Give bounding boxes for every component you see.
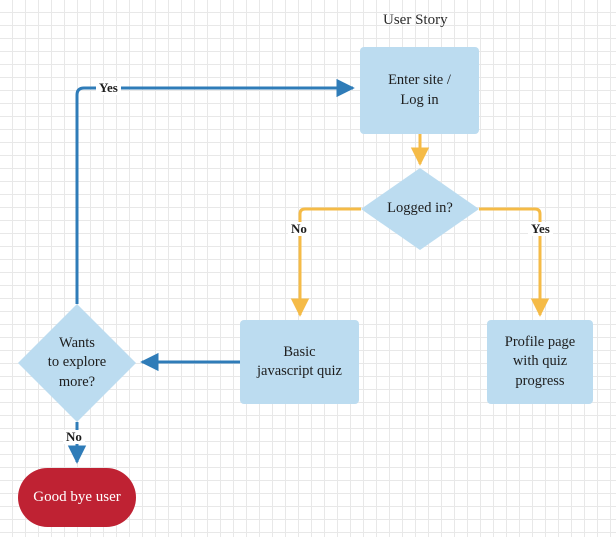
node-profile-page-line-2: with quiz xyxy=(512,353,568,370)
edge-logged-in-no-to-basic-quiz xyxy=(290,207,361,317)
node-basic-quiz[interactable]: Basic javascript quiz xyxy=(240,320,359,404)
node-profile-page-line-3: progress xyxy=(515,372,565,389)
node-basic-quiz-line-1: Basic xyxy=(283,343,316,360)
node-enter-site-line-1: Enter site / xyxy=(388,72,451,89)
node-logged-in-label: Logged in? xyxy=(387,200,453,217)
diamond-shape-logged-in xyxy=(361,168,479,250)
node-wants-explore-label: Wants to explore more? xyxy=(42,334,112,391)
edge-label-wants-explore-no: No xyxy=(63,429,85,445)
edge-label-yes-loop-top: Yes xyxy=(96,80,121,96)
node-enter-site-line-2: Log in xyxy=(400,91,439,108)
diamond-shape-wants-explore xyxy=(18,304,136,422)
node-basic-quiz-line-2: javascript quiz xyxy=(257,363,342,379)
node-enter-site[interactable]: Enter site / Log in xyxy=(360,47,479,134)
node-wants-explore-line-2: to explore xyxy=(47,354,107,371)
node-profile-page[interactable]: Profile page with quiz progress xyxy=(487,320,593,404)
node-profile-page-line-1: Profile page xyxy=(504,334,576,351)
edge-label-logged-in-no: No xyxy=(288,221,310,237)
page-title: User Story xyxy=(383,12,448,28)
edge-label-logged-in-yes: Yes xyxy=(528,221,553,237)
node-wants-explore-line-3: more? xyxy=(58,373,96,390)
edge-wants-explore-yes-to-enter-site xyxy=(75,78,355,304)
node-good-bye[interactable]: Good bye user xyxy=(18,468,136,527)
node-wants-explore[interactable]: Wants to explore more? xyxy=(18,304,136,422)
node-logged-in[interactable]: Logged in? xyxy=(361,168,479,250)
edge-logged-in-yes-to-profile-page xyxy=(479,207,550,317)
node-wants-explore-line-1: Wants xyxy=(59,335,95,352)
